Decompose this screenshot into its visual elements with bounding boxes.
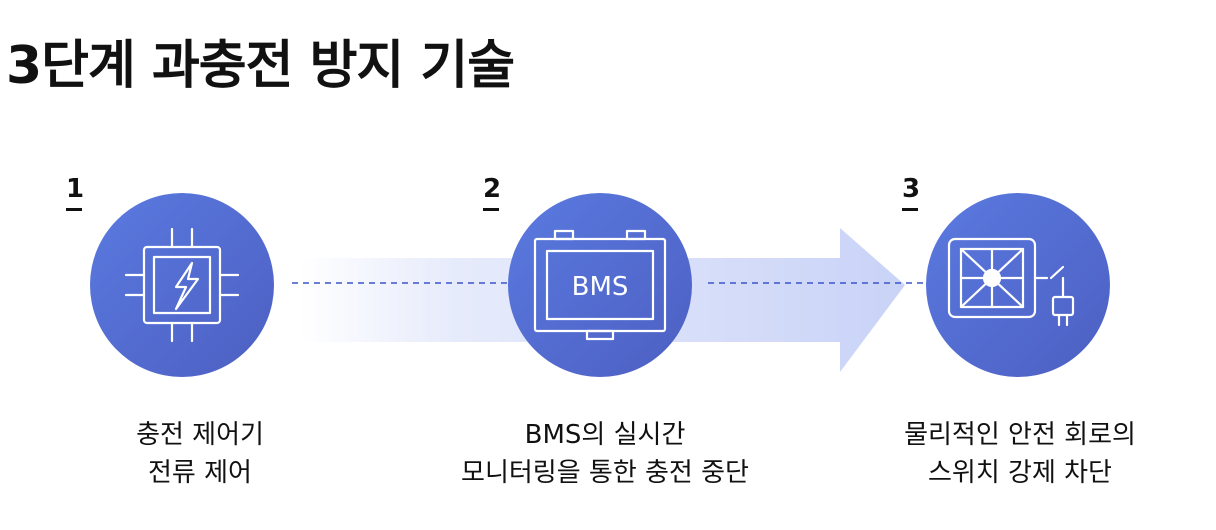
step-3-caption: 물리적인 안전 회로의 스위치 강제 차단 xyxy=(820,416,1216,492)
step-1-caption: 충전 제어기 전류 제어 xyxy=(0,416,400,492)
step-1-caption-line-2: 전류 제어 xyxy=(148,458,252,488)
chip-lightning-icon xyxy=(124,227,240,343)
circuit-switch-plug-icon xyxy=(947,237,1075,327)
step-2-caption: BMS의 실시간 모니터링을 통한 충전 중단 xyxy=(405,416,805,492)
step-2-circle: BMS xyxy=(508,193,692,377)
step-1-circle xyxy=(90,193,274,377)
step-2-number: 2 xyxy=(483,176,501,211)
bms-label: BMS xyxy=(572,272,629,302)
page-title: 3단계 과충전 방지 기술 xyxy=(6,36,515,96)
step-2-caption-line-1: BMS의 실시간 xyxy=(524,420,686,450)
step-3-caption-line-2: 스위치 강제 차단 xyxy=(928,458,1112,488)
step-1-caption-line-1: 충전 제어기 xyxy=(136,420,264,450)
step-3-circle xyxy=(926,193,1110,377)
step-3-number: 3 xyxy=(902,176,920,211)
battery-bms-icon: BMS xyxy=(533,229,667,341)
step-2-caption-line-2: 모니터링을 통한 충전 중단 xyxy=(461,458,749,488)
step-3-caption-line-1: 물리적인 안전 회로의 xyxy=(904,420,1136,450)
step-1-number: 1 xyxy=(66,176,84,211)
